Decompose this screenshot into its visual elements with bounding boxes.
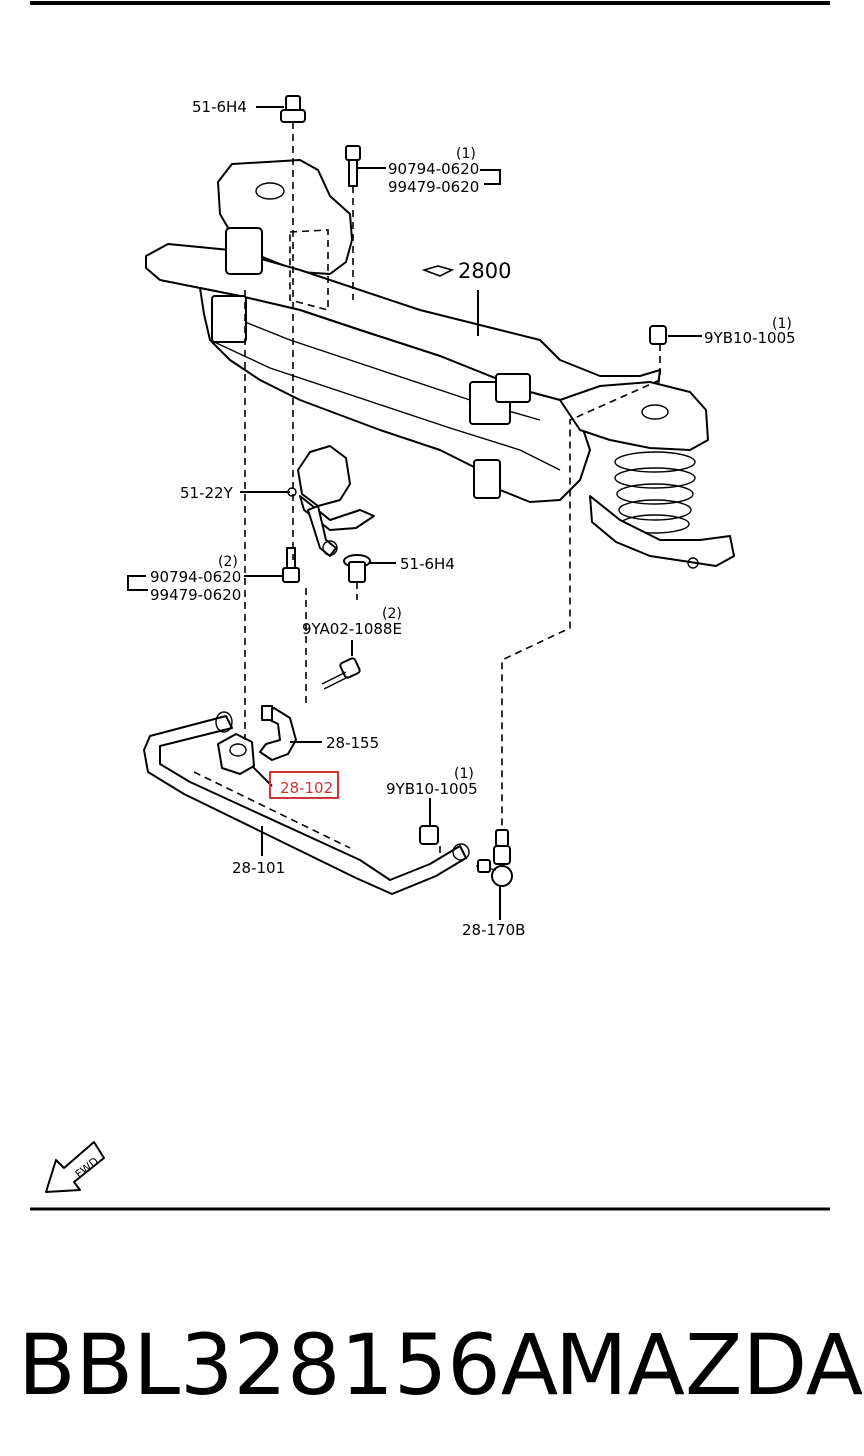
- reference-pointer-icon: [421, 265, 455, 277]
- label-stabilizer-link: 28-170B: [462, 921, 525, 939]
- label-bolt-top-b: 99479-0620: [388, 178, 479, 196]
- bolt-9ya02-1088e[interactable]: [321, 657, 361, 690]
- brand-name: MAZDA: [555, 1316, 863, 1414]
- label-bolt-clamp-qty: (2): [382, 606, 402, 622]
- bolt-90794-0620-left[interactable]: [282, 547, 300, 583]
- fwd-arrow-icon: FWD: [45, 1141, 105, 1193]
- coil-spring: [614, 451, 696, 534]
- nut-51-6h4-top[interactable]: [280, 95, 306, 123]
- leader-lines: [127, 106, 702, 920]
- assembly-guide-lines: [193, 122, 661, 856]
- label-bolt-left-a: 90794-0620: [150, 568, 241, 586]
- label-clamp: 28-155: [326, 734, 379, 752]
- part-number: BBL328156A: [18, 1316, 558, 1414]
- nut-9yb10-1005-link[interactable]: [419, 825, 439, 845]
- nut-51-6h4-mid[interactable]: [343, 554, 371, 583]
- label-bolt-top-a: 90794-0620: [388, 160, 479, 178]
- label-nut-right: 9YB10-1005: [704, 329, 796, 347]
- highlight-box: [269, 771, 339, 799]
- label-nut-link: 9YB10-1005: [386, 780, 478, 798]
- label-bracket: 51-22Y: [180, 484, 234, 502]
- label-nut-mid: 51-6H4: [400, 555, 455, 573]
- label-nut-top: 51-6H4: [192, 98, 247, 116]
- stabilizer-bar[interactable]: [143, 711, 470, 895]
- label-bolt-clamp: 9YA02-1088E: [302, 620, 402, 638]
- height-sensor-bracket[interactable]: [287, 445, 375, 557]
- label-nut-link-qty: (1): [454, 766, 474, 782]
- label-nut-right-qty: (1): [772, 316, 792, 332]
- label-bolt-left-qty: (2): [218, 554, 238, 570]
- rear-crossmember[interactable]: [145, 159, 735, 569]
- label-bolt-left-b: 99479-0620: [150, 586, 241, 604]
- bolt-90794-0620-top[interactable]: [345, 145, 361, 187]
- label-bushing[interactable]: 28-102: [280, 779, 333, 797]
- label-stabilizer-bar: 28-101: [232, 859, 285, 877]
- label-crossmember-ref: 2800: [458, 259, 511, 283]
- label-bolt-top-qty: (1): [456, 146, 476, 162]
- stabilizer-link-28-170b[interactable]: [475, 829, 513, 887]
- clamp-28-155[interactable]: [259, 705, 297, 761]
- bushing-28-102[interactable]: [217, 733, 255, 775]
- nut-9yb10-1005-right[interactable]: [649, 325, 667, 345]
